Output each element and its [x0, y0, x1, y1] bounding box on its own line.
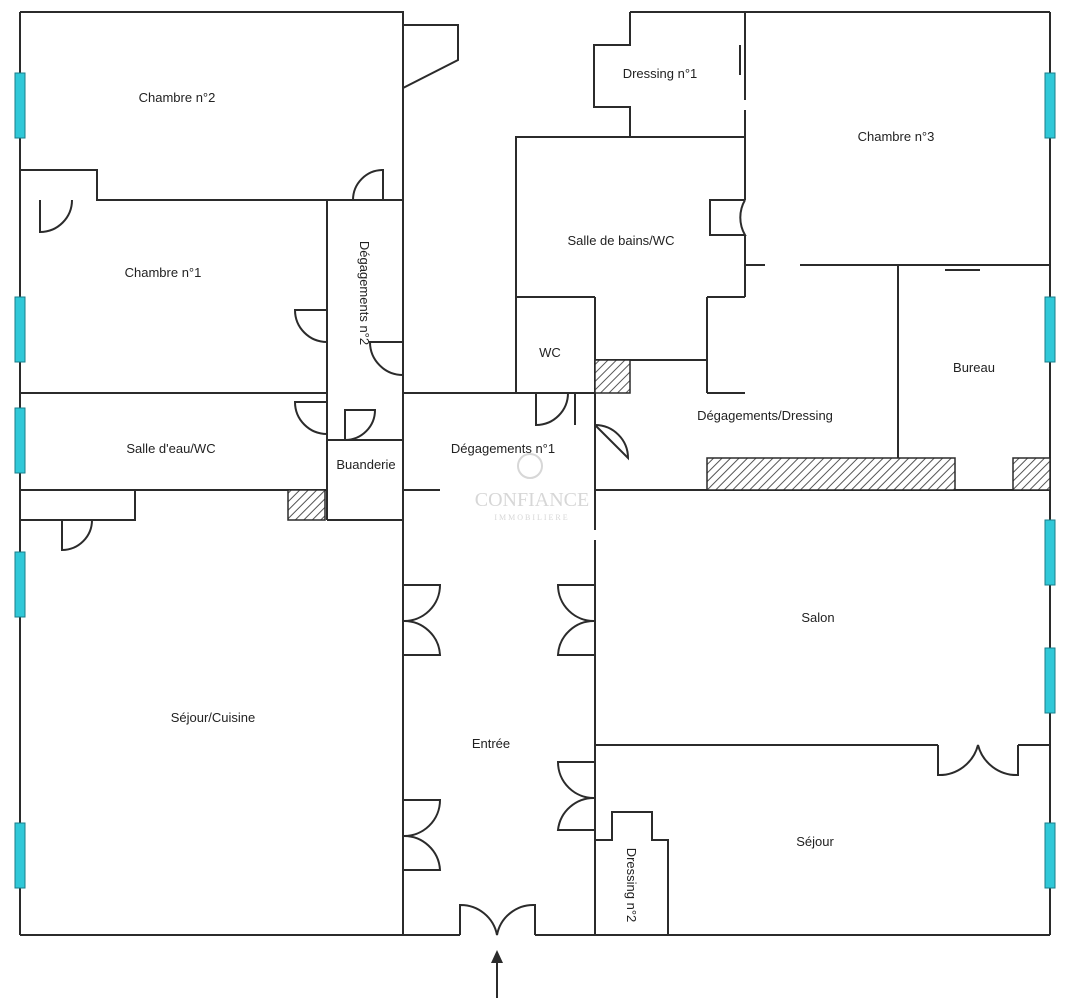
door-arc: [709, 199, 747, 236]
door-arc: [556, 761, 596, 831]
room-label-salle-eau: Salle d'eau/WC: [126, 441, 215, 456]
window: [14, 822, 26, 889]
door-arc: [352, 168, 384, 201]
room-label-entree: Entrée: [472, 736, 510, 751]
door-arc: [937, 741, 1019, 777]
door-arc: [594, 424, 630, 461]
door-arc: [402, 584, 442, 656]
wall: [515, 136, 745, 393]
room-label-dressing-1: Dressing n°1: [623, 66, 698, 81]
room-label-chambre-1: Chambre n°1: [125, 265, 202, 280]
door-arc: [402, 799, 442, 871]
room-label-bureau: Bureau: [953, 360, 995, 375]
room-label-salle-bains: Salle de bains/WC: [568, 233, 675, 248]
exterior-wall: [593, 12, 631, 137]
room-label-chambre-3: Chambre n°3: [858, 129, 935, 144]
door-arc: [368, 341, 404, 376]
window: [1044, 519, 1056, 586]
windows: [14, 72, 1056, 889]
hatched-block: [1012, 457, 1051, 491]
window: [1044, 647, 1056, 714]
door-arc: [293, 309, 328, 343]
door-arc: [459, 903, 536, 936]
window: [14, 72, 26, 139]
exterior-wall: [20, 11, 459, 89]
room-label-chambre-2: Chambre n°2: [139, 90, 216, 105]
room-label-sejour-cuisine: Séjour/Cuisine: [171, 710, 256, 725]
room-label-wc: WC: [539, 345, 561, 360]
door-arc: [556, 584, 596, 656]
watermark-logo: CONFIANCE IMMOBILIERE: [475, 453, 589, 522]
watermark-sub: IMMOBILIERE: [494, 513, 569, 522]
watermark-name: CONFIANCE: [475, 489, 589, 511]
window: [1044, 822, 1056, 889]
doors: [39, 168, 1019, 936]
door-arc: [39, 199, 73, 234]
window: [14, 407, 26, 474]
wall: [20, 490, 136, 521]
wall: [595, 811, 669, 935]
hatched-block: [287, 489, 326, 521]
door-arc: [535, 392, 569, 427]
hatched-block: [594, 359, 631, 394]
wall: [20, 169, 403, 201]
entrance-arrow-icon: [491, 950, 503, 998]
window: [14, 296, 26, 363]
hatched-block: [706, 457, 956, 491]
room-label-degagements-1: Dégagements n°1: [451, 441, 555, 456]
window: [1044, 72, 1056, 139]
window: [1044, 296, 1056, 363]
window: [14, 551, 26, 618]
door-arc: [293, 401, 328, 435]
room-label-dressing-2: Dressing n°2: [624, 848, 639, 923]
room-label-buanderie: Buanderie: [336, 457, 395, 472]
room-label-degagements-dressing: Dégagements/Dressing: [697, 408, 833, 423]
room-label-degagements-2: Dégagements n°2: [357, 241, 372, 345]
walls: [19, 11, 1051, 936]
room-labels: Chambre n°2 Chambre n°1 Salle d'eau/WC B…: [125, 66, 995, 922]
room-label-sejour: Séjour: [796, 834, 834, 849]
hatched-blocks: [287, 359, 1051, 521]
door-arc: [344, 409, 377, 441]
room-label-salon: Salon: [801, 610, 834, 625]
door-arc: [61, 519, 93, 552]
